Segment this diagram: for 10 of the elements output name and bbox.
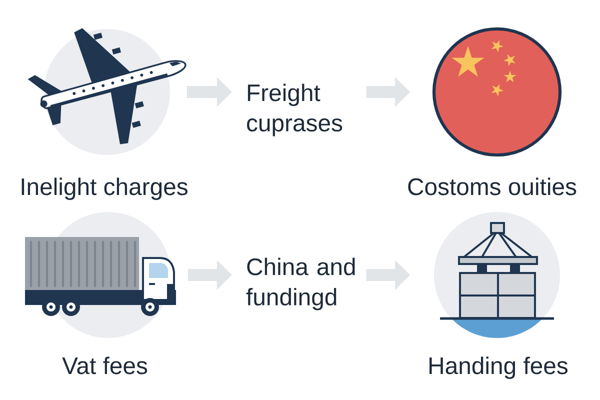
airplane-illustration [28, 28, 186, 155]
step-text: Freight cuprases [247, 84, 342, 136]
step-text: China and fundingd [246, 258, 355, 310]
node-label: Vat fees [62, 356, 148, 374]
node-label: Handing fees [430, 356, 568, 379]
node-label: Inelight charges [22, 178, 188, 200]
truck-illustration [25, 212, 176, 338]
node-label: Costoms ouities [408, 178, 576, 196]
flag-illustration [432, 27, 562, 157]
container-crane-illustration [434, 212, 560, 338]
